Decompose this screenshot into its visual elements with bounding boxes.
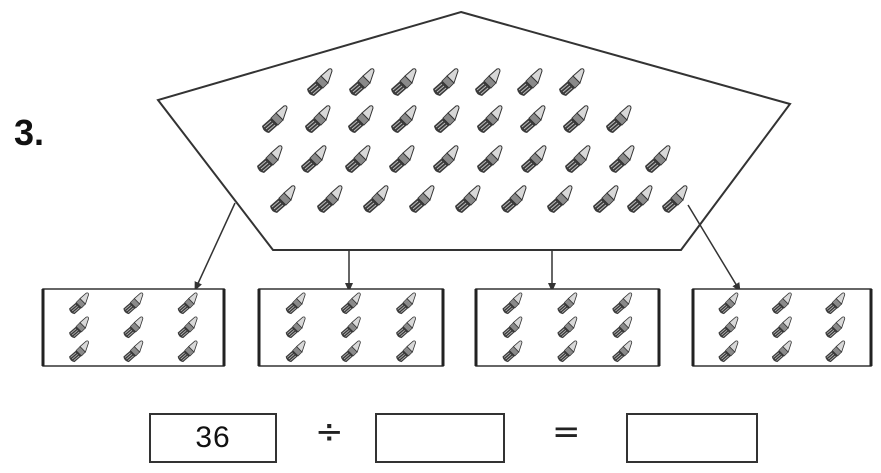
main-group-pentagon bbox=[156, 10, 792, 251]
arrow-1 bbox=[194, 202, 236, 291]
dividend-box: 36 bbox=[149, 413, 277, 463]
divide-sign: ÷ bbox=[315, 412, 344, 452]
arrow-4 bbox=[687, 204, 741, 292]
division-diagram bbox=[41, 10, 873, 367]
divisor-answer-box[interactable] bbox=[375, 413, 505, 463]
question-number: 3. bbox=[14, 112, 45, 153]
quotient-answer-box[interactable] bbox=[626, 413, 758, 463]
dividend-value: 36 bbox=[195, 421, 231, 454]
equals-sign: = bbox=[552, 412, 581, 452]
group-items bbox=[68, 292, 846, 363]
